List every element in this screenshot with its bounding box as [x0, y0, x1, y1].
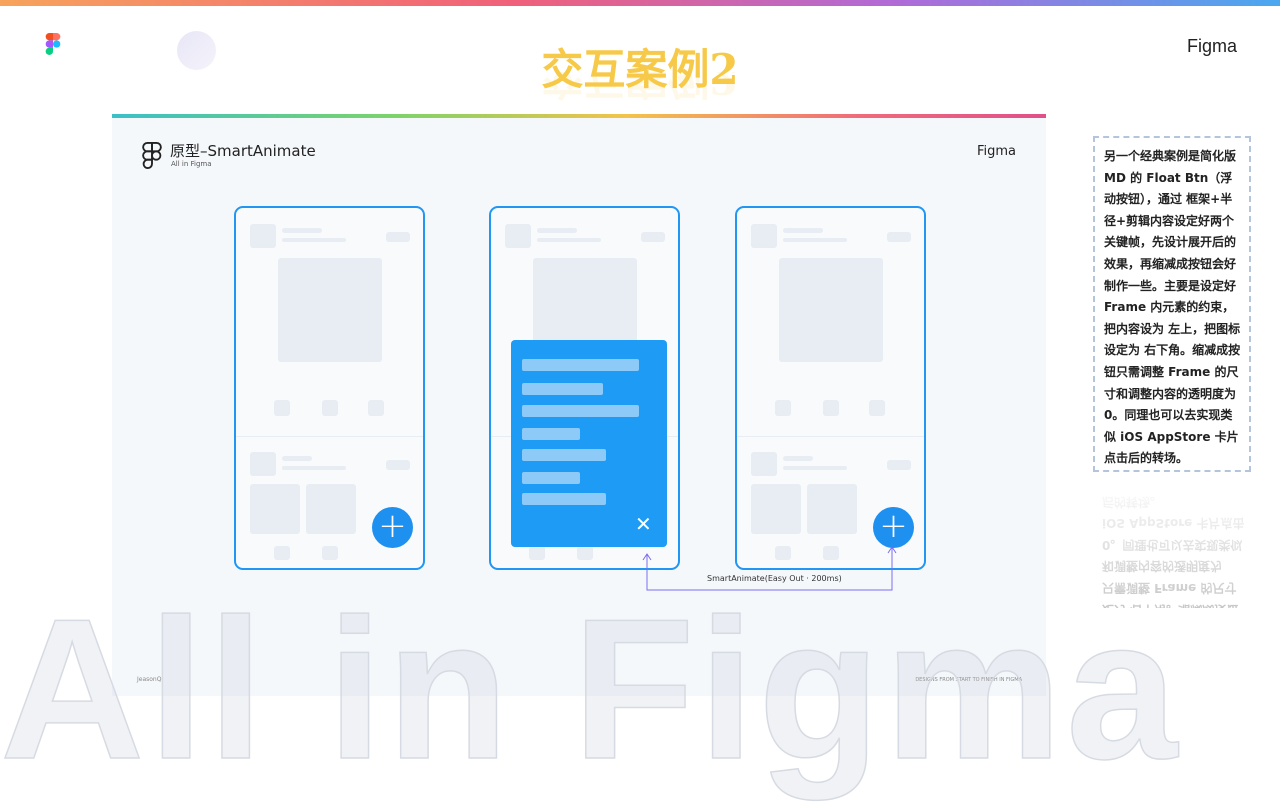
- figma-logo-icon: [45, 33, 61, 55]
- decorative-circle: [177, 31, 216, 70]
- brand-label: Figma: [1186, 36, 1237, 56]
- slide-gradient-line: [112, 114, 1046, 118]
- author-label: JeasonQ: [137, 676, 162, 683]
- page-title-reflection: 交互案例2: [0, 72, 1280, 112]
- fab-button[interactable]: +: [372, 507, 413, 548]
- fab-button-2[interactable]: +: [873, 507, 914, 548]
- phone-frame-collapsed: +: [234, 206, 425, 570]
- phone-frame-collapsed-2: +: [735, 206, 926, 570]
- close-icon[interactable]: ✕: [635, 512, 652, 536]
- description-note-reflection: 另一个经典案例是简化版 MD 的 Float Btn（浮动按钮），通过 框架+半…: [1093, 478, 1251, 608]
- expanded-menu-card: ✕: [511, 340, 667, 547]
- slide-subtitle: All in Figma: [171, 160, 212, 168]
- slide-image: 原型–SmartAnimate All in Figma Figma + ✕ +…: [112, 114, 1046, 696]
- top-gradient-bar: [0, 0, 1280, 6]
- page-title: 交互案例2: [541, 45, 739, 94]
- slide-brand: Figma: [976, 144, 1016, 159]
- title-reflection-text: 交互案例2: [541, 72, 739, 103]
- transition-connector: [642, 546, 897, 591]
- description-note: 另一个经典案例是简化版 MD 的 Float Btn（浮动按钮），通过 框架+半…: [1093, 136, 1251, 472]
- footer-tagline: DESIGNS FROM START TO FINISH IN FIGMA: [915, 677, 1022, 683]
- figma-outline-logo-icon: [142, 142, 162, 170]
- note-reflection-text: 另一个经典案例是简化版 MD 的 Float Btn（浮动按钮），通过 框架+半…: [1102, 494, 1245, 608]
- transition-label: SmartAnimate(Easy Out · 200ms): [707, 574, 842, 583]
- slide-title: 原型–SmartAnimate: [170, 142, 316, 160]
